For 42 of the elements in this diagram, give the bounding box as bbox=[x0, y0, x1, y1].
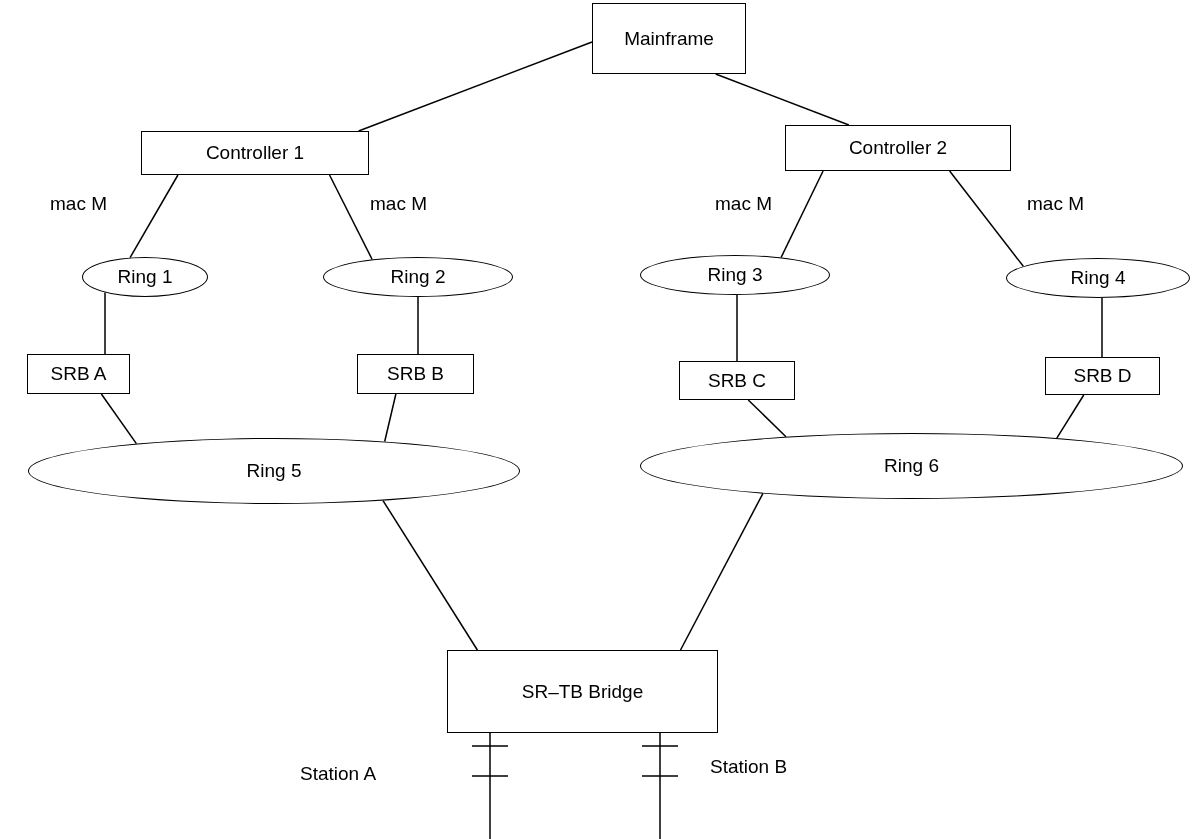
connector-line bbox=[383, 393, 397, 443]
device-box bbox=[357, 354, 474, 394]
connector-line bbox=[1101, 297, 1103, 358]
connector-line bbox=[100, 393, 138, 445]
connector-line bbox=[417, 296, 419, 355]
device-box bbox=[447, 650, 718, 733]
node-label: Ring 3 bbox=[707, 263, 763, 288]
connector-line bbox=[747, 399, 787, 438]
node-label: Ring 5 bbox=[246, 459, 302, 484]
node-label: SRB B bbox=[387, 362, 444, 387]
connector-line bbox=[948, 170, 1025, 268]
node-label: Ring 4 bbox=[1070, 266, 1126, 291]
connector-line bbox=[357, 41, 593, 132]
node-label: Ring 1 bbox=[117, 265, 173, 290]
connector-line bbox=[382, 499, 479, 651]
connector-line bbox=[679, 492, 764, 651]
node-label: SRB A bbox=[50, 362, 107, 387]
lan-segment-line bbox=[489, 732, 491, 839]
device-box bbox=[27, 354, 130, 394]
connector-line bbox=[328, 174, 373, 261]
node-label: Ring 2 bbox=[390, 265, 446, 290]
node-label: SRB C bbox=[707, 368, 767, 393]
connector-line bbox=[780, 170, 824, 259]
device-box bbox=[592, 3, 746, 74]
connector-line bbox=[129, 174, 179, 259]
device-box bbox=[141, 131, 369, 175]
station-label: Station B bbox=[710, 756, 788, 778]
node-label: Controller 1 bbox=[205, 141, 305, 166]
node-label: SRB D bbox=[1073, 364, 1132, 389]
device-box bbox=[1045, 357, 1160, 395]
node-label: Mainframe bbox=[624, 26, 714, 51]
connector-line bbox=[104, 291, 106, 355]
node-label: Controller 2 bbox=[848, 136, 948, 161]
node-label: Ring 6 bbox=[884, 454, 939, 479]
device-box bbox=[679, 361, 795, 400]
device-box bbox=[785, 125, 1011, 171]
lan-segment-line bbox=[659, 732, 661, 839]
connector-line bbox=[736, 294, 738, 362]
connector-line bbox=[1056, 394, 1085, 439]
connector-line bbox=[714, 73, 850, 126]
node-label: SR–TB Bridge bbox=[521, 679, 644, 704]
station-label: Station A bbox=[300, 763, 377, 785]
